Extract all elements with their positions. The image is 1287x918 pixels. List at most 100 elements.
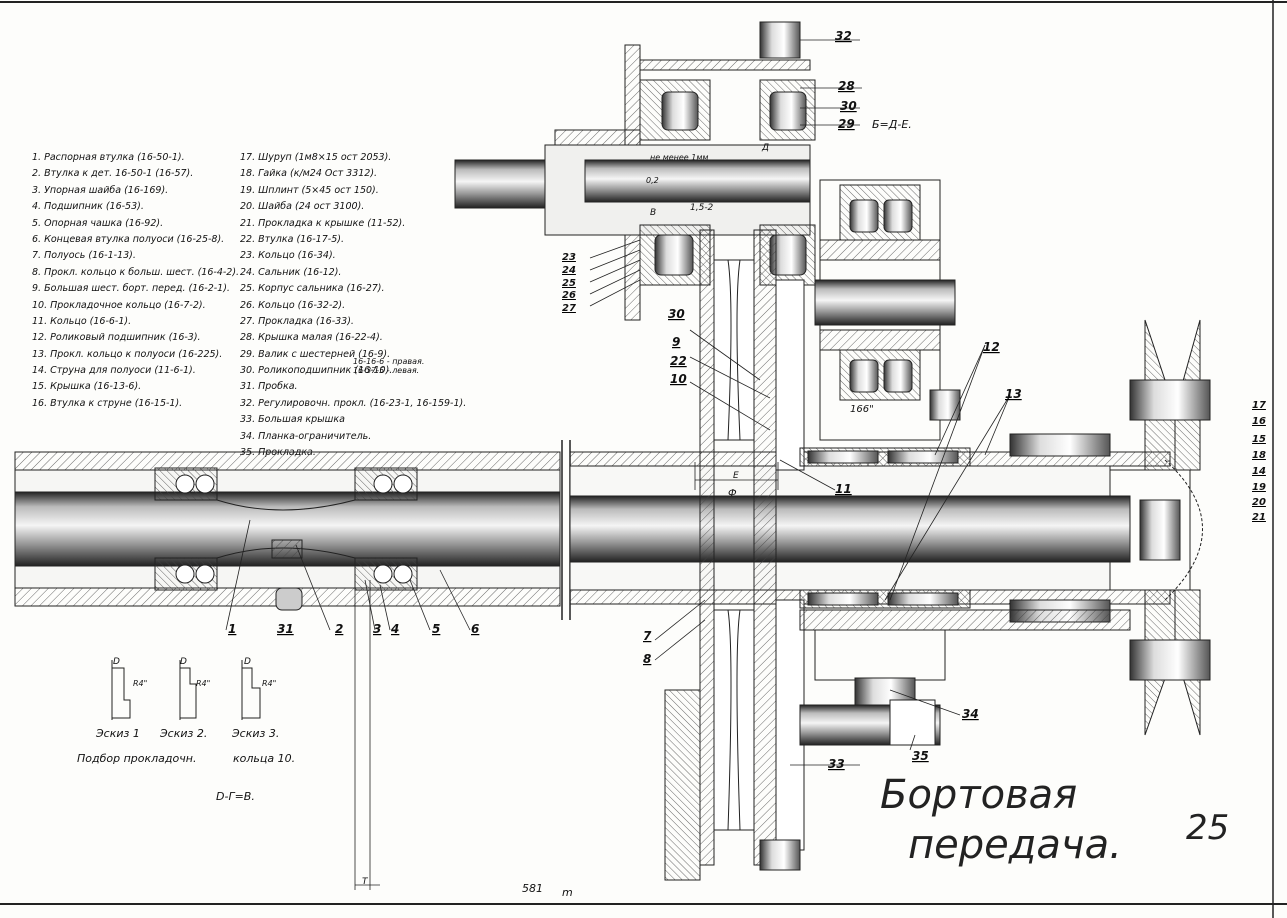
- legend-item: 10. Прокладочное кольцо (16-7-2).: [32, 299, 206, 311]
- legend-item: 33. Большая крышка: [240, 414, 345, 426]
- callout-8: 8: [643, 652, 651, 666]
- callout-20: 20: [1252, 497, 1266, 508]
- note-b-label: В: [650, 208, 656, 218]
- callouts: 1 2 3 4 5 6 7 8 9 10 11 12 13 17 16 15 1…: [228, 29, 1266, 771]
- note-phi-label: Ф: [728, 488, 737, 499]
- callout-11: 11: [835, 482, 852, 496]
- sheet-number: 25: [1186, 808, 1230, 848]
- sketch-2-mark: D: [180, 657, 187, 667]
- legend-item: 23. Кольцо (16-34).: [240, 250, 336, 262]
- callout-22: 22: [670, 354, 687, 368]
- semi-axle: [14, 465, 1131, 591]
- callout-29: 29: [838, 117, 855, 131]
- note-gap: 0,2: [646, 176, 659, 185]
- parts-legend-column-1: 1. Распорная втулка (16-50-1). 2. Втулка…: [32, 150, 239, 412]
- callout-25: 25: [562, 278, 576, 289]
- callout-32: 32: [835, 29, 852, 43]
- legend-item: 30. Роликоподшипник (16-10).: [240, 365, 393, 377]
- big-cover-variants: 16-16-6 - правая. 16-37-5 - левая.: [353, 357, 424, 375]
- callout-14: 14: [1252, 466, 1266, 477]
- legend-item: 20. Шайба (24 ост 3100).: [240, 201, 365, 213]
- lower-housing: [799, 609, 1131, 746]
- sketch-3-radius: R4": [262, 679, 276, 688]
- callout-19: 19: [1252, 482, 1266, 493]
- note-b-value: 1,5-2: [690, 203, 714, 213]
- legend-item: 31. Пробка.: [240, 381, 298, 393]
- parts-legend-column-2: 17. Шуруп (1м8×15 ост 2053). 18. Гайка (…: [240, 150, 466, 461]
- legend-item: 3. Упорная шайба (16-169).: [32, 184, 169, 196]
- left-bearings: [154, 467, 418, 611]
- formula: D-Г=В.: [216, 790, 255, 803]
- legend-item: 28. Крышка малая (16-22-4).: [240, 332, 383, 344]
- sketch-1-mark: D: [113, 657, 120, 667]
- callout-9: 9: [672, 335, 680, 349]
- legend-item: 26. Кольцо (16-32-2).: [240, 299, 346, 311]
- callout-30: 30: [668, 307, 685, 321]
- legend-item: 19. Шплинт (5×45 ост 150).: [240, 184, 379, 196]
- legend-item: 22. Втулка (16-17-5).: [240, 233, 344, 245]
- callout-7: 7: [643, 629, 652, 643]
- callout-15: 15: [1252, 434, 1266, 445]
- roller-bearings: [799, 433, 1111, 623]
- callout-16: 16: [1252, 416, 1266, 427]
- legend-item: 8. Прокл. кольцо к больш. шест. (16-4-2)…: [32, 266, 240, 278]
- legend-item: 15. Крышка (16-13-6).: [32, 381, 142, 393]
- callout-28: 28: [838, 79, 855, 93]
- sketch-3-label: Эскиз 3.: [232, 727, 280, 740]
- legend-item: 1. Распорная втулка (16-50-1).: [32, 152, 185, 163]
- legend-item: 16. Втулка к струне (16-15-1).: [32, 397, 183, 409]
- callout-2: 2: [335, 622, 343, 636]
- legend-item: 29. Валик с шестерней (16-9).: [240, 348, 391, 360]
- callout-26: 26: [562, 290, 576, 301]
- note-clearance: 166": [850, 404, 874, 415]
- note-t-label: Т: [362, 877, 369, 887]
- sketch-1-label: Эскиз 1: [96, 727, 140, 740]
- callout-27: 27: [562, 303, 576, 314]
- legend-item: 4. Подшипник (16-53).: [32, 201, 144, 213]
- note-bottom-value: 581: [522, 882, 543, 895]
- callout-5: 5: [432, 622, 440, 636]
- section-label: Б=Д-Е.: [872, 118, 912, 131]
- legend-item: 27. Прокладка (16-33).: [240, 315, 354, 327]
- legend-item: 11. Кольцо (16-6-1).: [32, 315, 132, 327]
- note-e-label: Е: [733, 471, 739, 481]
- pinion-bearing-block: [814, 179, 961, 441]
- callout-3: 3: [373, 622, 381, 636]
- legend-item: 5. Опорная чашка (16-92).: [32, 217, 164, 229]
- callout-24: 24: [562, 265, 576, 276]
- callout-6: 6: [471, 622, 479, 636]
- sketch-3-mark: D: [244, 657, 251, 667]
- callout-13: 13: [1005, 387, 1022, 401]
- title-line-1: Бортовая: [880, 772, 1078, 818]
- legend-item: 32. Регулировочн. прокл. (16-23-1, 16-15…: [240, 397, 467, 409]
- legend-item: 7. Полуось (16-1-13).: [32, 250, 136, 262]
- callout-35: 35: [912, 749, 929, 763]
- drawing-title: Бортовая передача.: [880, 770, 1122, 870]
- callout-18: 18: [1252, 450, 1266, 461]
- legend-item: 13. Прокл. кольцо к полуоси (16-225).: [32, 348, 223, 360]
- legend-item: 14. Струна для полуоси (11-6-1).: [32, 365, 196, 377]
- callout-30-top: 30: [840, 99, 857, 113]
- legend-item: 17. Шуруп (1м8×15 ост 2053).: [240, 152, 392, 163]
- callout-33: 33: [828, 757, 845, 771]
- drive-flange: [454, 21, 816, 321]
- legend-item: 34. Планка-ограничитель.: [240, 430, 372, 442]
- legend-item: 9. Большая шест. борт. перед. (16-2-1).: [32, 283, 230, 295]
- sketch-caption-right: кольца 10.: [233, 752, 296, 765]
- callout-10: 10: [670, 372, 687, 386]
- callout-34: 34: [962, 707, 979, 721]
- callout-12: 12: [983, 340, 1000, 354]
- legend-item: 12. Роликовый подшипник (16-3).: [32, 332, 201, 344]
- gasket-sketches: [111, 660, 261, 720]
- note-d-label: Д: [761, 143, 769, 153]
- title-line-2: передача.: [908, 822, 1122, 868]
- callout-31: 31: [277, 622, 294, 636]
- variant-right: 16-16-6 - правая.: [353, 357, 425, 366]
- legend-item: 18. Гайка (к/м24 Ост 3312).: [240, 168, 378, 180]
- callout-4: 4: [390, 622, 399, 636]
- note-bottom-unit: m: [562, 886, 573, 899]
- big-gear: [664, 229, 805, 881]
- callout-1: 1: [228, 622, 236, 636]
